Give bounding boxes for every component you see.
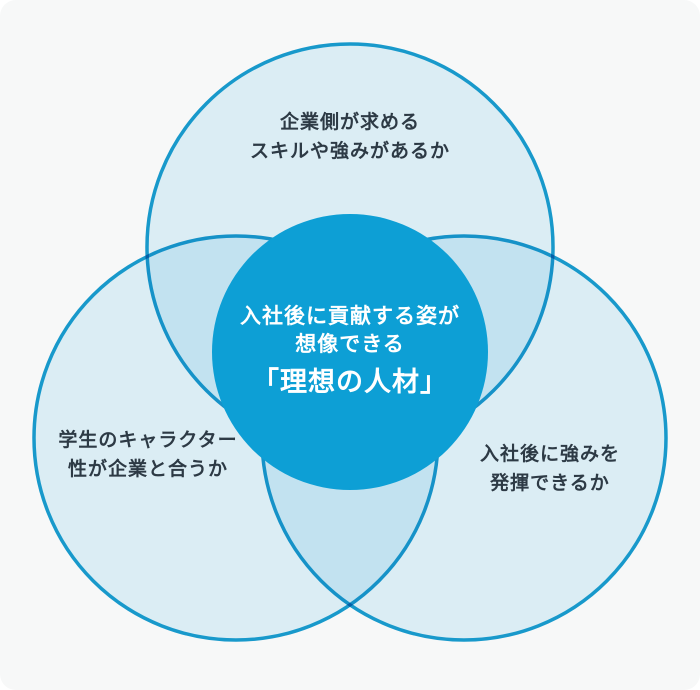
label-top-circle: 企業側が求める スキルや強みがあるか — [250, 108, 450, 165]
label-center-line-2: 想像できる — [295, 331, 405, 356]
label-left-circle: 学生のキャラクター 性が企業と合うか — [58, 426, 237, 483]
label-center-line-1: 入社後に貢献する姿が — [240, 303, 460, 328]
label-top-line-1: 企業側が求める — [279, 111, 421, 133]
label-right-line-1: 入社後に強みを — [479, 443, 621, 465]
label-right-line-2: 発揮できるか — [490, 471, 610, 494]
label-center-emphasis: 「理想の人材」 — [252, 367, 448, 399]
label-right-circle: 入社後に強みを 発揮できるか — [480, 440, 620, 497]
label-left-line-1: 学生のキャラクター — [58, 429, 238, 451]
label-top-line-2: スキルや強みがあるか — [249, 139, 451, 162]
label-left-line-2: 性が企業と合うか — [67, 457, 228, 480]
center-circle — [212, 214, 488, 490]
label-center-circle: 入社後に貢献する姿が 想像できる 「理想の人材」 — [240, 303, 460, 401]
